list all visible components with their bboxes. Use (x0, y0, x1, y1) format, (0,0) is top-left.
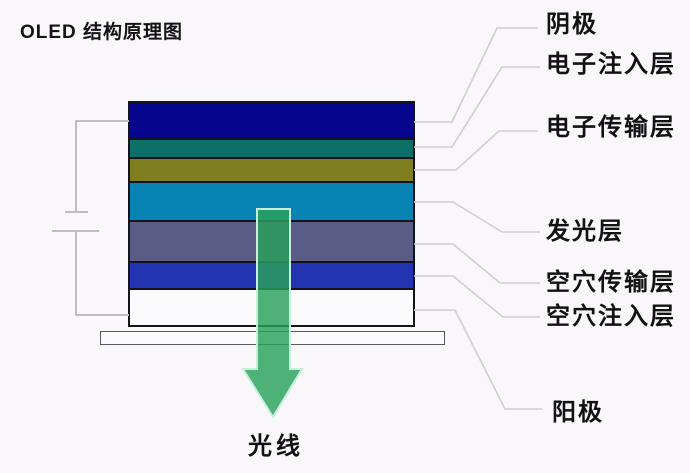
diagram-title: OLED 结构原理图 (20, 22, 184, 43)
leader-cathode (414, 27, 538, 123)
label-light-ray: 光线 (248, 433, 304, 460)
label-electron-injection-layer: 电子注入层 (546, 51, 676, 78)
leader-electron-transport (414, 130, 538, 171)
leader-emissive (414, 201, 540, 233)
leader-lines (414, 27, 542, 410)
layer-hole-injection-layer (130, 263, 413, 290)
label-cathode: 阴极 (546, 11, 598, 38)
substrate-plate (100, 331, 445, 345)
label-hole-injection-layer: 空穴注入层 (546, 303, 676, 330)
layer-anode (130, 290, 413, 325)
wire-anode-lead (75, 231, 129, 316)
power-circuit (52, 120, 129, 316)
oled-layer-stack (128, 101, 415, 327)
label-hole-transport-layer: 空穴传输层 (546, 269, 676, 296)
layer-cathode (130, 103, 413, 140)
leader-electron-injection (414, 66, 540, 148)
wire-cathode-lead (75, 120, 129, 212)
layer-hole-transport-layer (130, 222, 413, 263)
leader-hole-transport (414, 243, 540, 284)
label-anode: 阳极 (552, 399, 604, 426)
leader-hole-injection (414, 275, 540, 318)
layer-electron-transport-layer (130, 159, 413, 183)
leader-anode (414, 309, 542, 410)
layer-electron-injection-layer (130, 140, 413, 159)
label-emissive-layer: 发光层 (546, 218, 624, 245)
layer-emissive-layer (130, 183, 413, 222)
label-electron-transport-layer: 电子传输层 (546, 114, 676, 141)
